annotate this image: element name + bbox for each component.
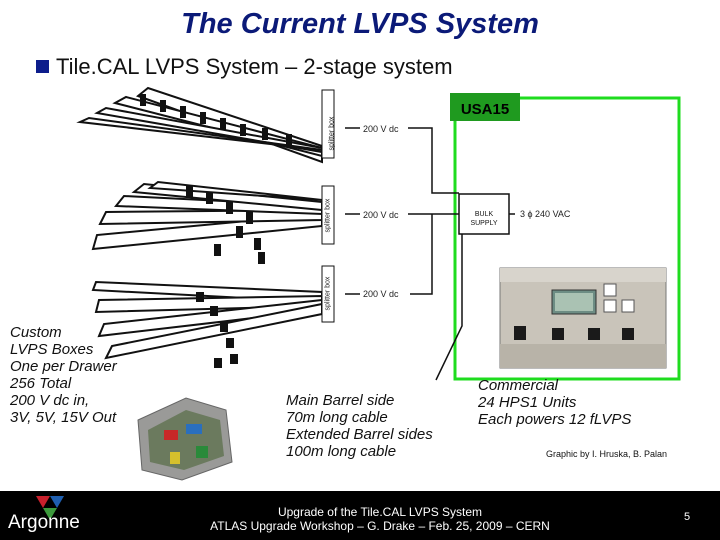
bulk-supply-box: [458, 193, 510, 235]
page-title: The Current LVPS System: [181, 8, 539, 40]
argonne-logo-text: Argonne: [8, 512, 80, 533]
usa15-frame: [453, 96, 681, 381]
splitter-label-top: splitter box: [328, 116, 336, 151]
footer-line-2: ATLAS Upgrade Workshop – G. Drake – Feb.…: [210, 519, 550, 533]
footer-bar: [0, 491, 720, 540]
footer-line-1: Upgrade of the Tile.CAL LVPS System: [277, 505, 483, 519]
caption-right-line-2: 24 HPS1 Units: [478, 394, 577, 411]
caption-left-line-2: LVPS Boxes: [10, 341, 94, 358]
voltage-label-top: 200 V dc: [363, 124, 399, 134]
caption-middle-line-2: 70m long cable: [286, 409, 388, 426]
bullet-heading: Tile.CAL LVPS System – 2-stage system: [56, 54, 453, 79]
bullet-square-icon: [36, 60, 49, 73]
usa15-label: USA15: [460, 101, 510, 118]
bulk-supply-label: BULK SUPPLY: [459, 210, 509, 228]
caption-middle-line-3: Extended Barrel sides: [286, 426, 433, 443]
usa15-header-box: [450, 93, 520, 121]
voltage-label-middle: 200 V dc: [363, 210, 399, 220]
caption-cables: Main Barrel side 70m long cable Extended…: [286, 392, 433, 460]
splitter-label-middle: splitter box: [324, 198, 332, 233]
splitter-boxes: [321, 89, 335, 323]
caption-middle-line-1: Main Barrel side: [286, 392, 395, 409]
caption-middle-line-4: 100m long cable: [286, 443, 397, 460]
voltage-label-bottom: 200 V dc: [363, 289, 399, 299]
caption-left-line-1: Custom: [10, 324, 62, 341]
bulk-supply-line-2: SUPPLY: [470, 220, 498, 227]
drawer-tabs-bottom: [196, 292, 238, 368]
graphic-credit: Graphic by I. Hruska, B. Palan: [546, 449, 668, 459]
drawer-fan-bottom: [91, 280, 323, 360]
caption-commercial: Commercial 24 HPS1 Units Each powers 12 …: [478, 377, 631, 428]
ac-input-label: 3 ϕ 240 VAC: [520, 209, 571, 219]
lvps-box-photo: [137, 397, 233, 481]
caption-lvps-boxes: Custom LVPS Boxes One per Drawer 256 Tot…: [10, 324, 117, 426]
argonne-logo-icon: [36, 496, 64, 520]
drawer-tabs-middle: [186, 186, 265, 264]
caption-right-line-3: Each powers 12 fLVPS: [478, 411, 632, 428]
drawer-tabs-top: [140, 94, 292, 146]
caption-left-line-6: 3V, 5V, 15V Out: [10, 409, 117, 426]
bulk-supply-line-1: BULK: [474, 211, 494, 218]
footer-text: Upgrade of the Tile.CAL LVPS System ATLA…: [0, 505, 720, 533]
page-number: 5: [684, 511, 691, 523]
cables: [345, 127, 515, 381]
caption-left-line-4: 256 Total: [10, 375, 72, 392]
splitter-label-bottom: splitter box: [324, 276, 332, 311]
caption-left-line-5: 200 V dc in,: [10, 392, 90, 409]
caption-left-line-3: One per Drawer: [10, 358, 117, 375]
commercial-supply-photo: [499, 267, 667, 369]
caption-right-line-1: Commercial: [478, 377, 559, 394]
drawer-fan-top: [76, 86, 323, 164]
